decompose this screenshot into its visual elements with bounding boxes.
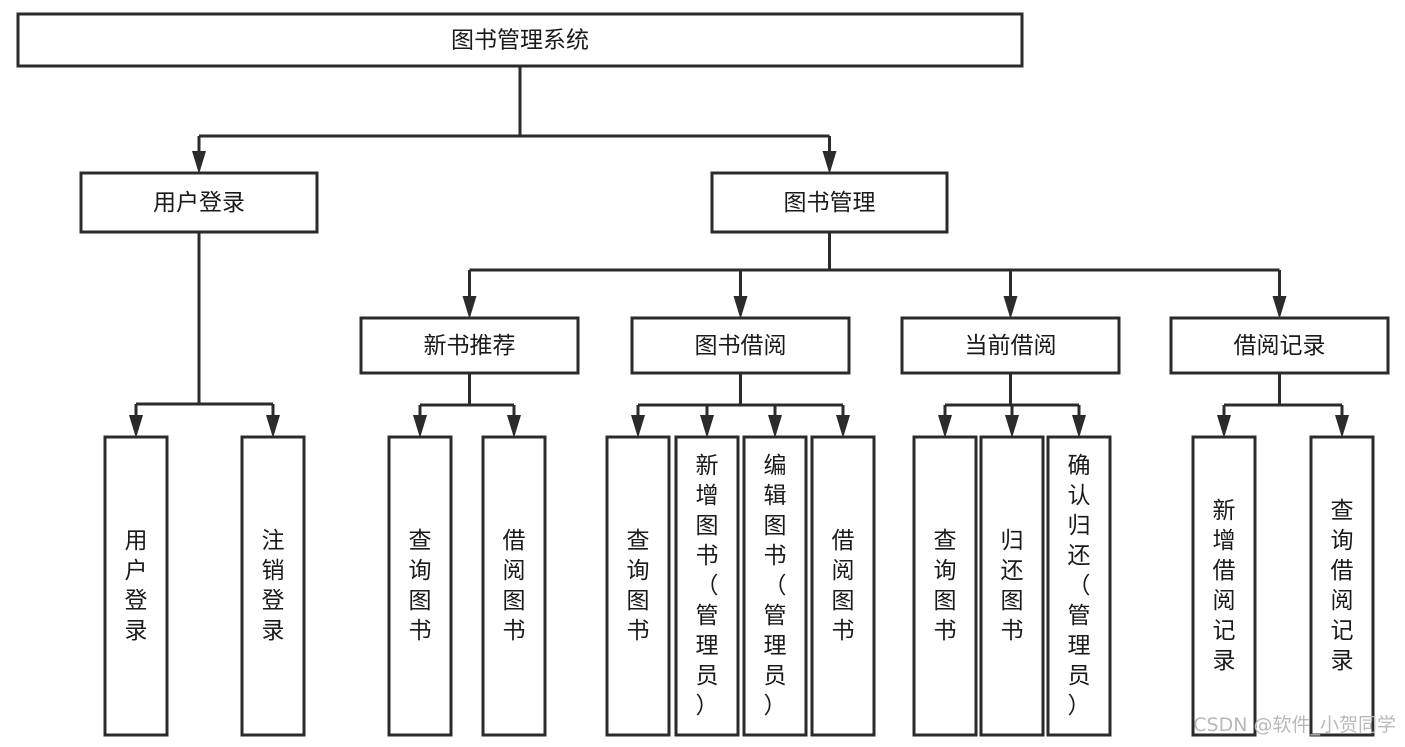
node-leaf-edit-book-admin[interactable]: 编辑图书（管理员） [742,435,808,737]
node-current-borrow[interactable]: 当前借阅 [900,316,1121,375]
node-leaf-borrow-book-1[interactable]: 借阅图书 [481,435,547,737]
node-leaf-query-book-1[interactable]: 查询图书 [387,435,453,737]
node-box-leaf-user-login[interactable] [103,435,169,737]
node-label-leaf-user-login: 用户登录 [125,528,148,644]
node-box-leaf-query-borrow-record[interactable] [1309,435,1375,737]
edge-group-root [192,66,837,174]
node-new-book-recommend[interactable]: 新书推荐 [359,316,580,375]
node-book-manage[interactable]: 图书管理 [710,171,949,234]
node-root[interactable]: 图书管理系统 [16,12,1024,68]
node-box-leaf-borrow-book-1[interactable] [481,435,547,737]
edge-group-borrow-record [1217,373,1349,438]
node-label-leaf-return-book: 归还图书 [1001,528,1024,644]
node-label-leaf-edit-book-admin: 编辑图书（管理员） [764,453,787,719]
node-leaf-add-borrow-record[interactable]: 新增借阅记录 [1191,435,1257,737]
csdn-watermark: CSDN @软件_小贺同学 [1193,714,1396,736]
node-user-login[interactable]: 用户登录 [79,171,319,234]
node-label-current-borrow: 当前借阅 [965,333,1057,359]
node-label-book-manage: 图书管理 [784,190,876,216]
node-label-leaf-borrow-book-2: 借阅图书 [832,528,855,644]
node-box-user-login[interactable] [79,171,319,234]
node-label-book-borrow: 图书借阅 [695,333,787,359]
node-box-root[interactable] [16,12,1024,68]
node-label-new-book-recommend: 新书推荐 [424,333,516,359]
node-box-book-manage[interactable] [710,171,949,234]
node-label-leaf-query-book-1: 查询图书 [409,528,432,644]
node-book-borrow[interactable]: 图书借阅 [630,316,851,375]
node-box-leaf-return-book[interactable] [979,435,1045,737]
node-box-leaf-add-book-admin[interactable] [674,435,740,737]
node-box-leaf-add-borrow-record[interactable] [1191,435,1257,737]
node-box-new-book-recommend[interactable] [359,316,580,375]
edge-layer [129,66,1349,438]
node-box-book-borrow[interactable] [630,316,851,375]
node-label-root: 图书管理系统 [451,28,589,54]
node-leaf-logout[interactable]: 注销登录 [240,435,306,737]
edge-group-book-manage [462,232,1287,319]
node-box-leaf-borrow-book-2[interactable] [810,435,876,737]
node-label-user-login: 用户登录 [153,190,245,216]
node-label-leaf-logout: 注销登录 [262,528,285,644]
node-label-leaf-query-book-3: 查询图书 [934,528,957,644]
node-label-leaf-confirm-return-admin: 确认归还（管理员） [1068,453,1091,719]
node-layer: 图书管理系统用户登录图书管理新书推荐图书借阅当前借阅借阅记录用户登录注销登录查询… [16,12,1390,737]
node-label-borrow-record: 借阅记录 [1234,333,1326,359]
node-box-current-borrow[interactable] [900,316,1121,375]
node-leaf-query-book-2[interactable]: 查询图书 [605,435,671,737]
edge-group-current-borrow [938,373,1086,438]
node-leaf-query-book-3[interactable]: 查询图书 [912,435,978,737]
node-box-leaf-confirm-return-admin[interactable] [1046,435,1112,737]
node-label-leaf-add-borrow-record: 新增借阅记录 [1213,498,1236,674]
node-leaf-user-login[interactable]: 用户登录 [103,435,169,737]
node-box-leaf-query-book-1[interactable] [387,435,453,737]
node-leaf-add-book-admin[interactable]: 新增图书（管理员） [674,435,740,737]
node-borrow-record[interactable]: 借阅记录 [1169,316,1390,375]
node-leaf-return-book[interactable]: 归还图书 [979,435,1045,737]
node-label-leaf-query-book-2: 查询图书 [627,528,650,644]
node-leaf-confirm-return-admin[interactable]: 确认归还（管理员） [1046,435,1112,737]
node-label-leaf-query-borrow-record: 查询借阅记录 [1331,498,1354,674]
node-box-leaf-query-book-2[interactable] [605,435,671,737]
edge-group-book-borrow [631,373,850,438]
node-box-borrow-record[interactable] [1169,316,1390,375]
node-leaf-borrow-book-2[interactable]: 借阅图书 [810,435,876,737]
node-box-leaf-query-book-3[interactable] [912,435,978,737]
node-leaf-query-borrow-record[interactable]: 查询借阅记录 [1309,435,1375,737]
edge-group-new-book-recommend [413,373,521,438]
node-label-leaf-borrow-book-1: 借阅图书 [503,528,526,644]
node-box-leaf-edit-book-admin[interactable] [742,435,808,737]
edge-group-user-login [129,232,280,438]
node-label-leaf-add-book-admin: 新增图书（管理员） [696,453,719,719]
node-box-leaf-logout[interactable] [240,435,306,737]
